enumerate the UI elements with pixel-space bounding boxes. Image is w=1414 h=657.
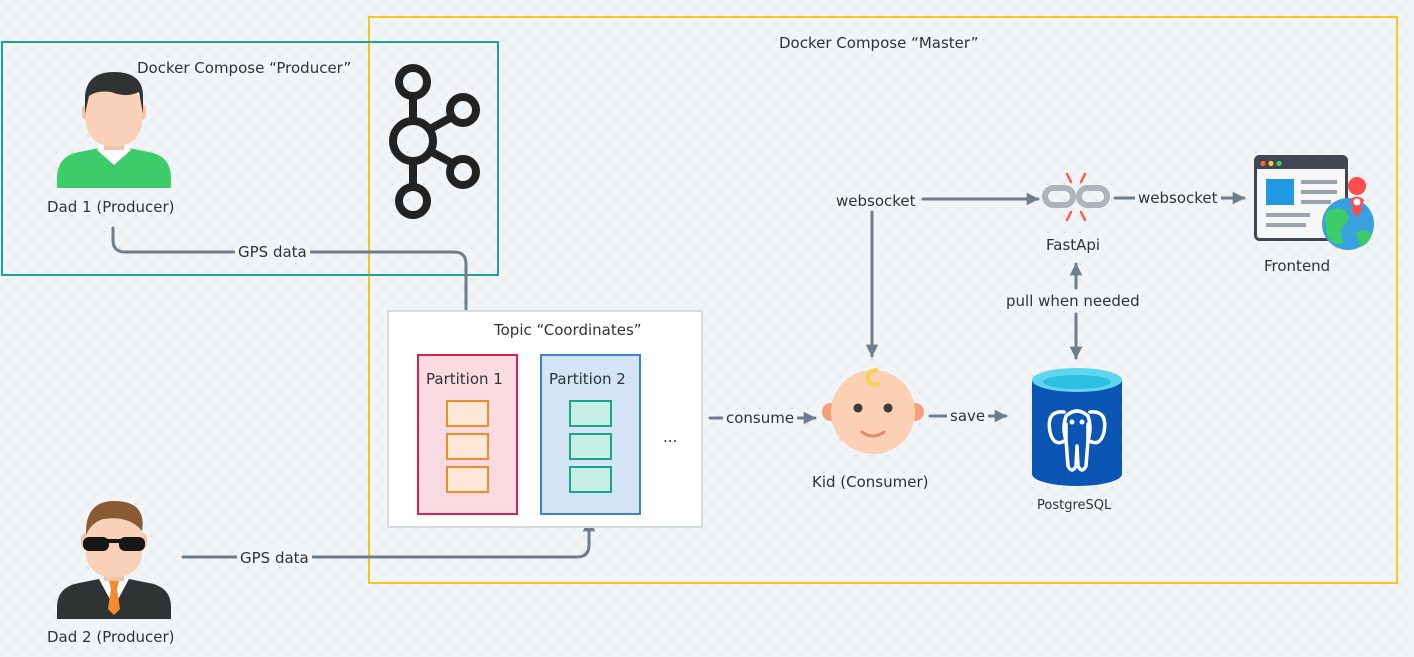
more-partitions-ellipsis: ... bbox=[663, 428, 678, 446]
partition-2-record bbox=[569, 466, 612, 493]
kid-consumer-icon bbox=[822, 368, 924, 454]
master-compose-label: Docker Compose “Master” bbox=[779, 34, 979, 52]
partition-1-record bbox=[446, 466, 489, 493]
fastapi-label: FastApi bbox=[1046, 236, 1101, 254]
partition-2-record bbox=[569, 400, 612, 427]
pull-when-needed-edge-label: pull when needed bbox=[1003, 292, 1143, 310]
websocket-in-edge-label: websocket bbox=[833, 192, 919, 210]
kid-consumer-label: Kid (Consumer) bbox=[812, 473, 929, 491]
partition-1-record bbox=[446, 433, 489, 460]
broken-link-icon bbox=[1042, 172, 1110, 222]
partition-2-label: Partition 2 bbox=[549, 370, 626, 388]
postgresql-database-icon bbox=[1032, 368, 1122, 486]
producer-compose-label: Docker Compose “Producer” bbox=[137, 59, 352, 77]
frontend-label: Frontend bbox=[1264, 257, 1331, 275]
topic-label: Topic “Coordinates” bbox=[494, 321, 642, 339]
partition-1-label: Partition 1 bbox=[426, 370, 503, 388]
kafka-logo-icon bbox=[389, 64, 480, 219]
dad2-label: Dad 2 (Producer) bbox=[47, 628, 175, 646]
dad2-avatar-icon bbox=[57, 501, 171, 619]
producer-compose-group bbox=[1, 41, 499, 276]
dad2-gps-edge-label: GPS data bbox=[237, 549, 312, 567]
dad1-label: Dad 1 (Producer) bbox=[47, 198, 175, 216]
dad2-to-partition2-edge bbox=[181, 518, 596, 559]
partition-1-record bbox=[446, 400, 489, 427]
websocket-out-edge-label: websocket bbox=[1135, 189, 1221, 207]
partition-2-record bbox=[569, 433, 612, 460]
master-compose-group bbox=[368, 16, 1398, 584]
browser-map-icon bbox=[1254, 155, 1374, 250]
save-edge-label: save bbox=[947, 407, 989, 425]
dad1-avatar-icon bbox=[57, 72, 171, 188]
dad1-gps-edge-label: GPS data bbox=[235, 243, 310, 261]
consume-edge-label: consume bbox=[723, 409, 798, 427]
postgresql-label: PostgreSQL bbox=[1037, 498, 1112, 513]
